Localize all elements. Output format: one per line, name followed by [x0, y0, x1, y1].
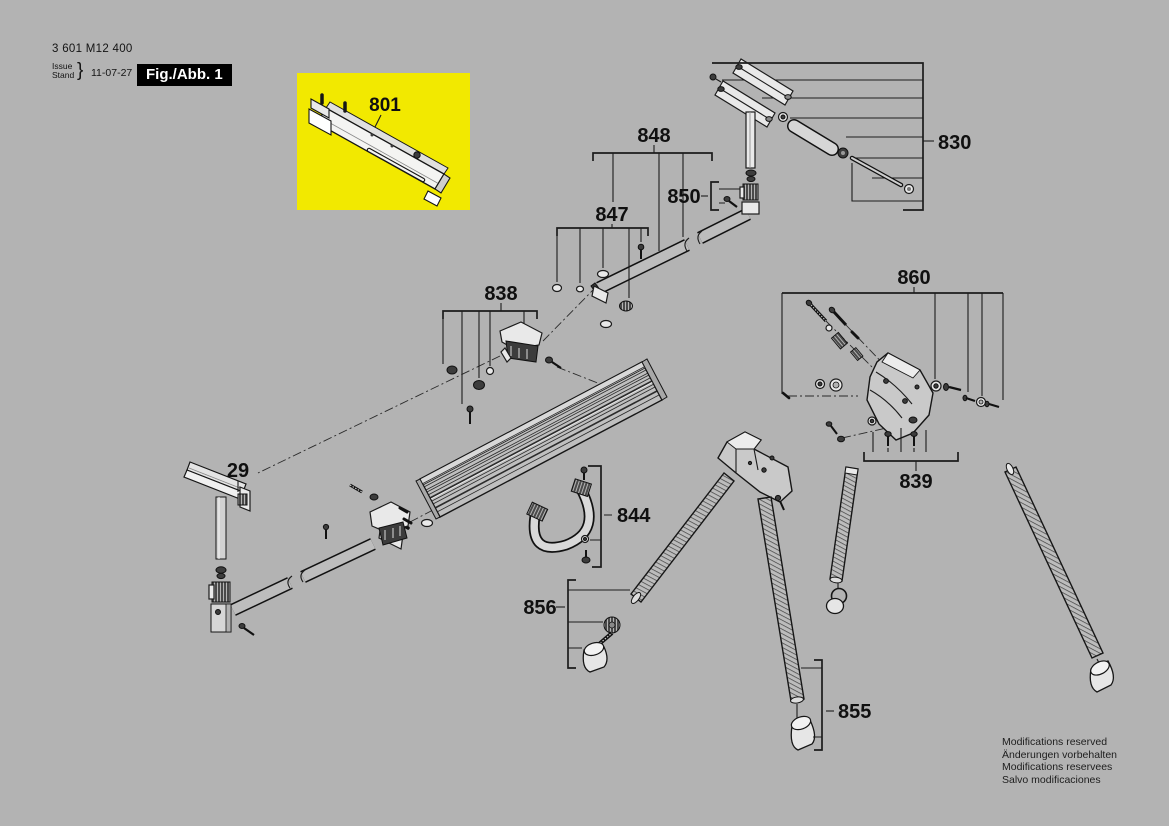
group-847-parts: [551, 243, 645, 329]
part-label-839: 839: [899, 471, 932, 493]
notice-line-de: Änderungen vorbehalten: [1002, 748, 1118, 761]
part-label-850: 850: [667, 186, 700, 208]
callout-838: 838: [442, 283, 538, 404]
issue-label-en: Issue: [52, 61, 73, 71]
part-label-838: 838: [484, 283, 517, 305]
tripod-legs: [582, 431, 1115, 751]
group-830-roller-assembly: [709, 58, 923, 202]
part-label-801: 801: [369, 95, 401, 116]
issue-brace: }: [77, 60, 84, 81]
document-part-number: 3 601 M12 400: [52, 43, 133, 55]
callout-850: 850: [667, 181, 740, 211]
modifications-notice: Modifications reserved Änderungen vorbeh…: [1002, 736, 1117, 786]
callout-855: 855: [801, 659, 871, 751]
callout-856: 856: [523, 579, 630, 669]
callout-29: 29: [227, 460, 249, 492]
notice-line-es: Salvo modificaciones: [1002, 773, 1101, 786]
part-label-856: 856: [523, 597, 556, 619]
issue-stand-label: Issue Stand: [52, 62, 74, 80]
callout-848: 848: [592, 125, 713, 251]
group-860-bracket: [781, 299, 1000, 446]
part-label-29: 29: [227, 460, 249, 482]
group-29-support: [183, 461, 255, 636]
rail-connector-clamp: [349, 483, 413, 546]
part-label-848: 848: [637, 125, 670, 147]
issue-label-de: Stand: [52, 70, 75, 80]
part-label-844: 844: [617, 505, 651, 527]
group-838-clamp: [446, 321, 562, 424]
part-label-860: 860: [897, 267, 930, 289]
callout-839: 839: [863, 428, 959, 493]
issue-date: 11-07-27: [91, 67, 133, 79]
highlighted-part-box: 801: [297, 73, 470, 210]
callout-844: 844: [588, 465, 651, 568]
callout-847: 847: [556, 204, 649, 298]
part-label-830: 830: [938, 132, 971, 154]
callout-860: 860: [781, 267, 1004, 400]
part-label-847: 847: [595, 204, 628, 226]
callout-830: 830: [712, 62, 971, 211]
group-850-parts: [723, 196, 738, 208]
figure-title-box: Fig./Abb. 1: [137, 64, 232, 86]
part-label-855: 855: [838, 701, 871, 723]
part-801-drawing: 801: [308, 93, 451, 207]
rail-lower: [230, 523, 376, 616]
group-844-handle: [526, 466, 595, 564]
notice-line-en: Modifications reserved: [1002, 736, 1108, 748]
notice-line-fr: Modifications reservees: [1002, 761, 1113, 773]
